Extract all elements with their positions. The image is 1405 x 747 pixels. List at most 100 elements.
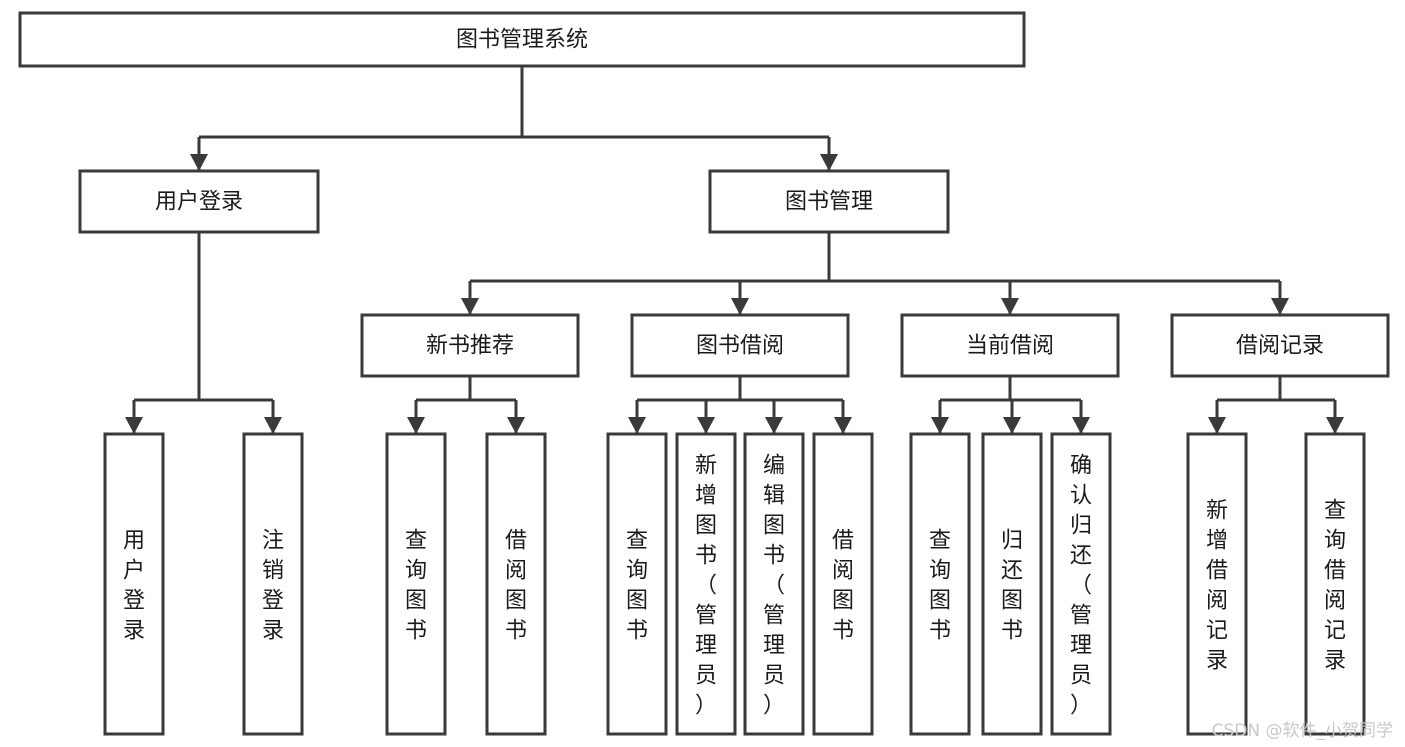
node-label-user-login: 用户登录 [155,190,243,215]
arrow-head [820,154,838,171]
node-label-leaf-borrow-book-2-char-2: 图 [832,588,854,613]
node-label-leaf-edit-book-char-2: 图 [763,513,785,538]
edge-group-user-login [125,232,282,434]
node-label-leaf-user-login-char-0: 用 [123,528,145,553]
node-box-leaf-query-book-2 [606,432,668,736]
node-label-leaf-confirm-return-char-8: ） [1070,693,1092,718]
edge-group-book-borrow [628,376,852,434]
node-label-leaf-borrow-book-2-char-1: 阅 [832,558,854,583]
edge-group-book-manage [461,232,1289,315]
arrow-head [765,417,783,434]
node-label-leaf-confirm-return-char-3: 还 [1070,543,1092,568]
node-current-borrow[interactable]: 当前借阅 [900,313,1120,378]
node-label-leaf-add-record-char-3: 阅 [1206,588,1228,613]
node-box-leaf-logout [242,432,304,736]
node-label-leaf-user-login-char-2: 登 [123,588,145,613]
node-label-leaf-confirm-return-char-6: 理 [1070,633,1092,658]
node-label-leaf-user-login-char-3: 录 [123,618,145,643]
node-label-leaf-query-book-2-char-2: 图 [626,588,648,613]
node-book-manage[interactable]: 图书管理 [708,169,950,234]
node-label-leaf-add-book-char-0: 新 [695,453,717,478]
node-label-leaf-confirm-return-char-7: 员 [1070,663,1092,688]
edge-group-borrow-record [1208,376,1344,434]
node-box-leaf-add-record [1186,432,1248,736]
node-label-leaf-query-record-char-1: 询 [1324,528,1346,553]
node-label-leaf-edit-book-char-0: 编 [763,453,785,478]
node-label-leaf-edit-book-char-3: 书 [763,543,785,568]
node-box-leaf-borrow-book-2 [812,432,874,736]
node-label-leaf-confirm-return-char-2: 归 [1070,513,1092,538]
node-label-leaf-add-book-char-6: 理 [695,633,717,658]
node-layer: 图书管理系统用户登录图书管理新书推荐图书借阅当前借阅借阅记录用户登录注销登录查询… [18,11,1390,736]
node-label-leaf-add-book-char-4: （ [695,573,717,598]
node-label-leaf-borrow-book-1-char-0: 借 [505,528,527,553]
node-label-book-manage: 图书管理 [785,190,873,215]
node-label-current-borrow: 当前借阅 [966,334,1054,359]
node-new-book-rec[interactable]: 新书推荐 [360,313,580,378]
node-label-leaf-borrow-book-1-char-1: 阅 [505,558,527,583]
node-label-leaf-confirm-return-char-0: 确 [1070,453,1092,478]
node-label-leaf-borrow-book-2-char-3: 书 [832,618,854,643]
node-label-leaf-borrow-book-1-char-3: 书 [505,618,527,643]
node-label-leaf-add-book-char-5: 管 [695,603,717,628]
node-box-leaf-edit-book [743,432,805,736]
node-root[interactable]: 图书管理系统 [18,11,1026,68]
node-label-leaf-borrow-book-2-char-0: 借 [832,528,854,553]
node-user-login[interactable]: 用户登录 [78,169,320,234]
node-box-new-book-rec [360,313,580,378]
node-label-leaf-query-record-char-0: 查 [1324,498,1346,523]
node-label-leaf-query-record-char-4: 记 [1324,618,1346,643]
node-label-leaf-add-record-char-5: 录 [1206,648,1228,673]
node-box-leaf-query-record [1304,432,1366,736]
node-label-leaf-query-record-char-5: 录 [1324,648,1346,673]
node-label-leaf-query-book-3-char-0: 查 [929,528,951,553]
node-label-leaf-edit-book-char-4: （ [763,573,785,598]
arrow-head [834,417,852,434]
node-label-leaf-query-book-2-char-0: 查 [626,528,648,553]
arrow-head [1326,417,1344,434]
arrow-head [1001,298,1019,315]
node-book-borrow[interactable]: 图书借阅 [630,313,850,378]
node-label-leaf-add-book-char-3: 书 [695,543,717,568]
node-label-leaf-confirm-return-char-4: （ [1070,573,1092,598]
node-label-leaf-confirm-return-char-5: 管 [1070,603,1092,628]
node-box-leaf-query-book-1 [385,432,447,736]
arrow-head [628,417,646,434]
node-box-borrow-record [1170,313,1390,378]
node-label-leaf-edit-book-char-1: 辑 [763,483,785,508]
node-label-leaf-query-book-2-char-1: 询 [626,558,648,583]
arrow-head [507,417,525,434]
node-label-borrow-record: 借阅记录 [1236,334,1324,359]
node-box-leaf-user-login [103,432,165,736]
node-label-leaf-return-book-char-2: 图 [1001,588,1023,613]
edge-group-new-book-rec [407,376,525,434]
node-box-leaf-query-book-3 [909,432,971,736]
node-label-leaf-query-book-1-char-2: 图 [405,588,427,613]
node-label-book-borrow: 图书借阅 [696,334,784,359]
arrow-head [1271,298,1289,315]
node-leaf-user-login[interactable]: 用户登录 [103,432,165,736]
node-borrow-record[interactable]: 借阅记录 [1170,313,1390,378]
arrow-head [264,417,282,434]
node-label-leaf-add-record-char-2: 借 [1206,558,1228,583]
node-label-leaf-query-book-2-char-3: 书 [626,618,648,643]
arrow-head [190,154,208,171]
node-label-leaf-query-record-char-3: 阅 [1324,588,1346,613]
node-label-leaf-query-record-char-2: 借 [1324,558,1346,583]
node-label-leaf-logout-char-3: 录 [262,618,284,643]
node-label-leaf-confirm-return-char-1: 认 [1070,483,1092,508]
arrow-head [731,298,749,315]
node-label-leaf-user-login-char-1: 户 [123,558,145,583]
